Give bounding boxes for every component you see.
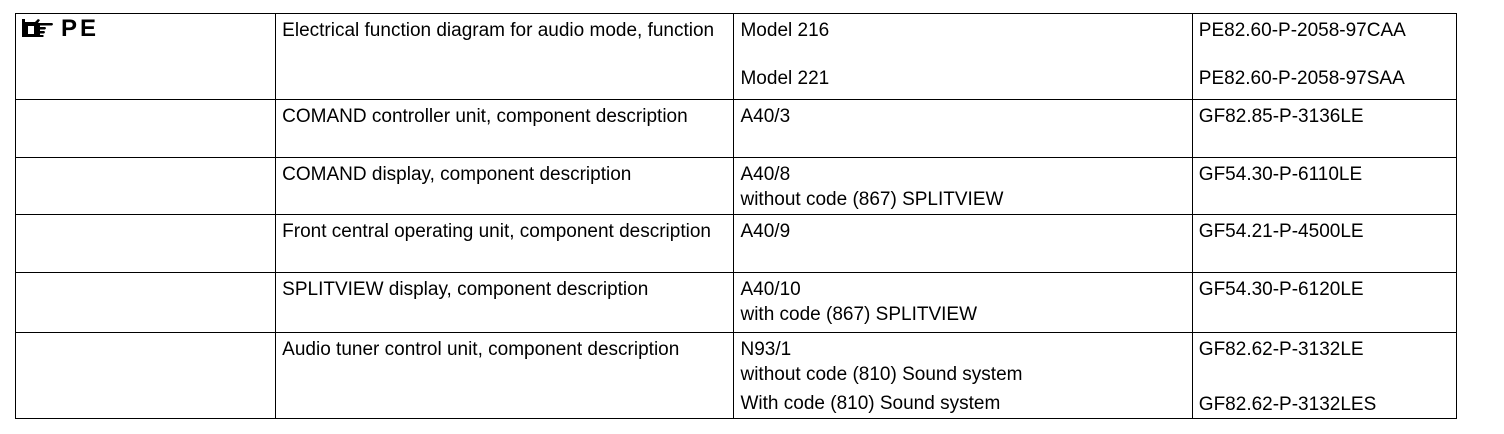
- doc-number-cell: GF54.30-P-6110LE: [1191, 157, 1458, 215]
- doc-title: COMAND controller unit, component descri…: [282, 106, 688, 127]
- designation-cell: N93/1 without code (810) Sound system Wi…: [733, 332, 1193, 419]
- doc-number: PE82.60-P-2058-97SAA: [1198, 68, 1405, 89]
- table-row: Front central operating unit, component …: [14, 214, 1458, 273]
- designation-cell: Model 216 Model 221: [733, 13, 1193, 100]
- doc-number: GF82.62-P-3132LES: [1198, 394, 1377, 415]
- doc-number-cell: GF54.21-P-4500LE: [1191, 214, 1458, 273]
- doc-title-cell: Audio tuner control unit, component desc…: [275, 332, 735, 419]
- pe-marker: PE: [21, 15, 269, 43]
- empty-cell: [14, 332, 277, 419]
- designation: A40/9: [740, 221, 791, 242]
- designation: Model 216: [740, 20, 830, 41]
- doc-title: Electrical function diagram for audio mo…: [282, 20, 715, 41]
- doc-number: PE82.60-P-2058-97CAA: [1198, 20, 1406, 41]
- doc-title-cell: COMAND display, component description: [275, 157, 735, 215]
- designation: N93/1: [740, 339, 792, 360]
- designation-cell: A40/8 without code (867) SPLITVIEW: [733, 157, 1193, 215]
- pe-cell: PE: [14, 13, 277, 100]
- doc-title: SPLITVIEW display, component description: [282, 279, 649, 300]
- doc-number: GF54.30-P-6120LE: [1198, 279, 1364, 300]
- doc-number: GF54.30-P-6110LE: [1198, 164, 1363, 185]
- doc-number-cell: GF82.62-P-3132LE GF82.62-P-3132LES: [1191, 332, 1458, 419]
- designation-cell: A40/9: [733, 214, 1193, 273]
- designation-cell: A40/10 with code (867) SPLITVIEW: [733, 272, 1193, 333]
- empty-cell: [14, 272, 277, 333]
- table-row: COMAND controller unit, component descri…: [14, 99, 1458, 158]
- doc-title-cell: Front central operating unit, component …: [275, 214, 735, 273]
- doc-title: COMAND display, component description: [282, 164, 632, 185]
- doc-number: GF82.62-P-3132LE: [1198, 339, 1364, 360]
- doc-number: GF82.85-P-3136LE: [1198, 106, 1364, 127]
- reference-table: PE Electrical function diagram for audio…: [14, 13, 1458, 419]
- pointing-hand-icon: [22, 19, 53, 37]
- table-row: Audio tuner control unit, component desc…: [14, 332, 1458, 419]
- code-condition: with code (867) SPLITVIEW: [740, 304, 978, 325]
- doc-number-cell: GF82.85-P-3136LE: [1191, 99, 1458, 158]
- empty-cell: [14, 214, 277, 273]
- table-row: PE Electrical function diagram for audio…: [14, 13, 1458, 100]
- doc-title: Front central operating unit, component …: [282, 221, 711, 242]
- doc-title-cell: COMAND controller unit, component descri…: [275, 99, 735, 158]
- designation: A40/3: [740, 106, 791, 127]
- doc-number-cell: PE82.60-P-2058-97CAA PE82.60-P-2058-97SA…: [1191, 13, 1458, 100]
- code-condition: With code (810) Sound system: [740, 393, 1001, 414]
- code-condition: without code (867) SPLITVIEW: [740, 189, 1004, 210]
- empty-cell: [14, 99, 277, 158]
- doc-number-cell: GF54.30-P-6120LE: [1191, 272, 1458, 333]
- table-row: COMAND display, component description A4…: [14, 157, 1458, 215]
- designation: Model 221: [740, 68, 830, 89]
- designation: A40/8: [740, 164, 791, 185]
- doc-title-cell: Electrical function diagram for audio mo…: [275, 13, 735, 100]
- designation-cell: A40/3: [733, 99, 1193, 158]
- doc-title: Audio tuner control unit, component desc…: [282, 339, 680, 360]
- empty-cell: [14, 157, 277, 215]
- doc-title-cell: SPLITVIEW display, component description: [275, 272, 735, 333]
- designation: A40/10: [740, 279, 801, 300]
- table-row: SPLITVIEW display, component description…: [14, 272, 1458, 333]
- pe-label: PE: [61, 15, 100, 42]
- code-condition: without code (810) Sound system: [740, 364, 1023, 385]
- doc-number: GF54.21-P-4500LE: [1198, 221, 1364, 242]
